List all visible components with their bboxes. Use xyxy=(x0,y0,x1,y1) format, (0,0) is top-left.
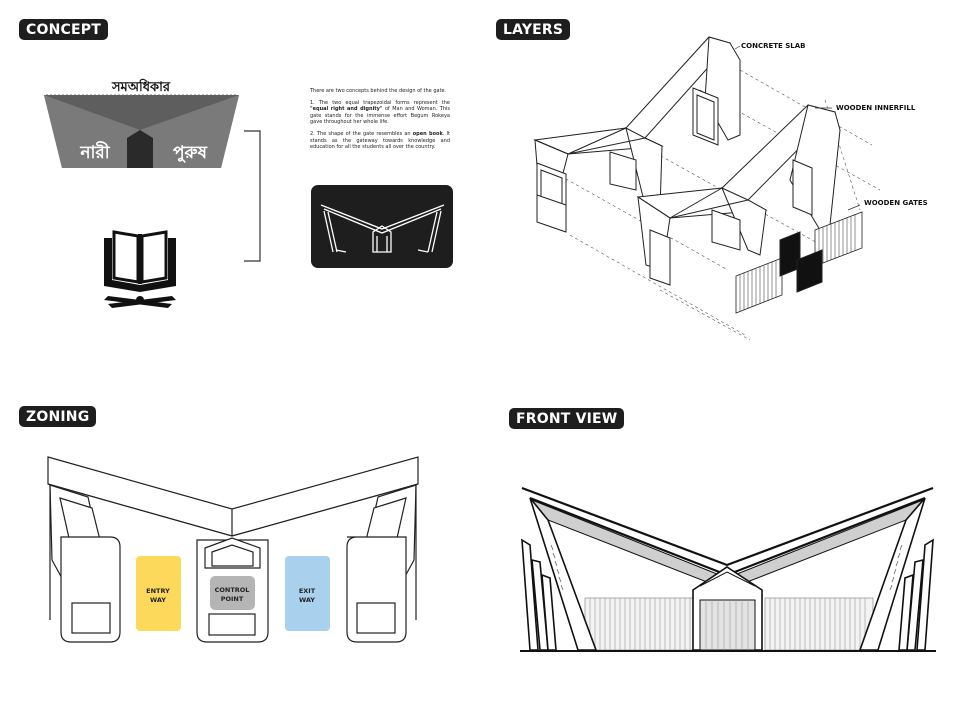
section-title-layers: LAYERS xyxy=(496,19,571,40)
label-wooden-innerfill: WOODEN INNERFILL xyxy=(836,104,916,112)
front-elevation xyxy=(520,486,936,652)
control-point-label-2: POINT xyxy=(221,595,244,603)
concept-point-1: 1. The two equal trapezoidal forms repre… xyxy=(310,99,450,126)
concept-description: There are two concepts behind the design… xyxy=(310,88,450,156)
exit-way-label-1: EXIT xyxy=(299,587,316,595)
gate-thumbnail xyxy=(311,185,453,268)
concept-intro: There are two concepts behind the design… xyxy=(310,88,447,94)
exploded-axonometric-diagram xyxy=(533,36,881,341)
right-word: পুরুষ xyxy=(173,143,208,163)
concept-bracket xyxy=(244,130,261,262)
section-title-concept: CONCEPT xyxy=(19,19,108,40)
left-word: নারী xyxy=(79,141,110,163)
control-point-label-1: CONTROL xyxy=(215,586,250,594)
entry-way-label-2: WAY xyxy=(150,596,166,604)
zoning-plan xyxy=(47,456,419,643)
equal-rights-trapezoid-icon: সমঅধিকার নারী পুরুষ xyxy=(44,78,239,168)
exit-way-zone xyxy=(285,556,330,631)
control-point-zone xyxy=(210,576,255,610)
section-title-zoning: ZONING xyxy=(19,406,97,427)
entry-way-label-1: ENTRY xyxy=(146,587,170,595)
entry-way-zone xyxy=(136,556,181,631)
label-concrete-slab: CONCRETE SLAB xyxy=(741,42,806,50)
label-wooden-gates: WOODEN GATES xyxy=(864,199,928,207)
open-book-icon xyxy=(104,230,176,308)
banner-text: সমঅধিকার xyxy=(111,78,171,95)
section-title-front-view: FRONT VIEW xyxy=(509,408,625,429)
concept-point-2: 2. The shape of the gate resembles an op… xyxy=(310,130,450,151)
exit-way-label-2: WAY xyxy=(299,596,315,604)
